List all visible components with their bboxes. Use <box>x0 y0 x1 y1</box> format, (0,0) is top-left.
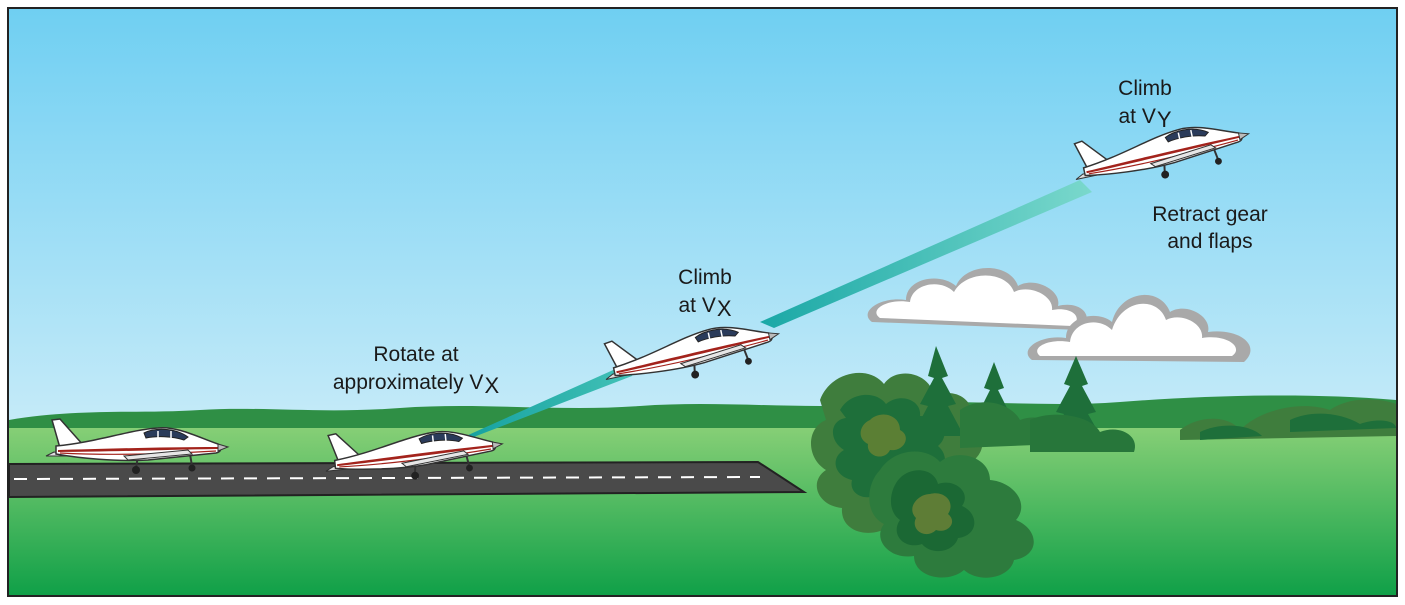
tree-icon <box>1180 399 1396 440</box>
climb-vy-subscript: Y <box>1156 107 1172 132</box>
cloud-icon <box>1027 294 1251 362</box>
climb-vx-label: Climb at VX <box>650 264 760 321</box>
climb-vx-label-line1: Climb <box>678 266 732 289</box>
rotate-subscript: X <box>484 373 500 398</box>
rotate-label-line1: Rotate at <box>373 343 459 366</box>
climb-vy-label: Climb at VY <box>1090 75 1200 132</box>
runway-centerline <box>13 476 761 480</box>
retract-label-line1: Retract gear <box>1152 203 1268 226</box>
rotate-label-line2: approximately VX <box>332 371 500 398</box>
cloud-icon <box>867 268 1087 330</box>
climb-vx-label-line2: at VX <box>678 294 732 321</box>
runway <box>8 460 808 499</box>
retract-label-line2: and flaps <box>1167 230 1253 253</box>
rotate-label: Rotate at approximately VX <box>316 341 516 398</box>
tree-icon <box>912 346 1136 452</box>
flight-path-climb <box>760 180 1092 328</box>
tree-icon <box>869 451 1034 578</box>
ground <box>9 428 1396 595</box>
climb-vx-subscript: X <box>716 296 732 321</box>
flight-path-rotation <box>440 358 640 450</box>
climb-vy-label-line2: at VY <box>1118 105 1172 132</box>
climb-vy-label-line1: Climb <box>1118 77 1172 100</box>
retract-label: Retract gear and flaps <box>1125 201 1295 255</box>
